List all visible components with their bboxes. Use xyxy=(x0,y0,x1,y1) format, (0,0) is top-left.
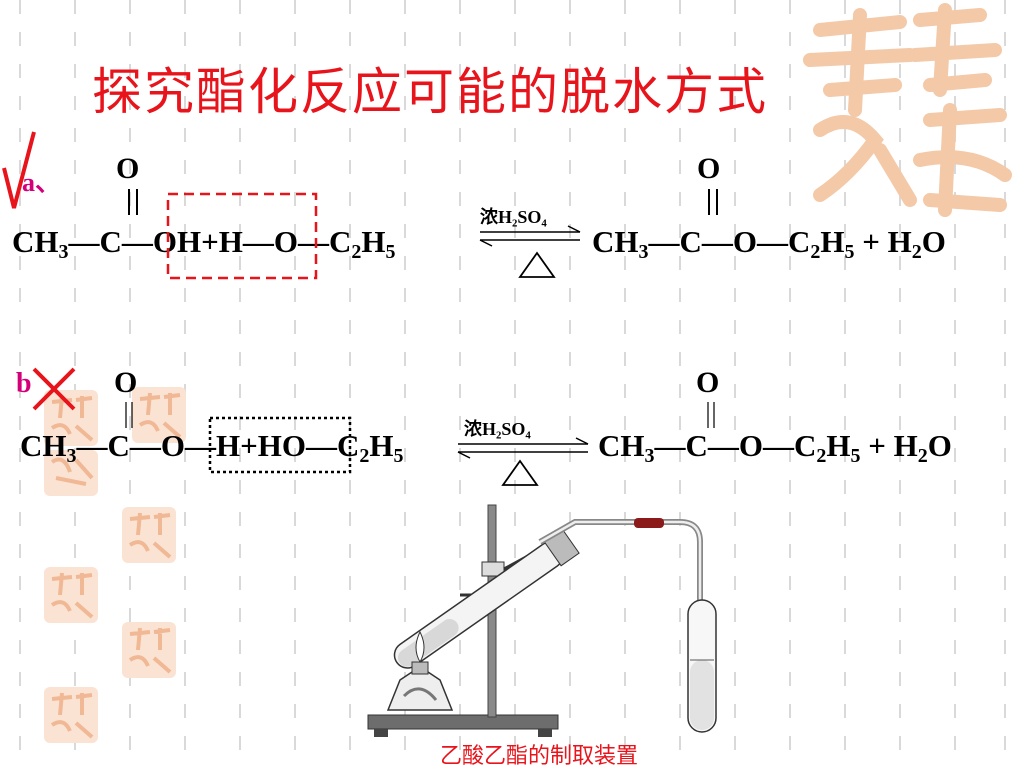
reaction-b-carbonyl-o-left: O xyxy=(114,366,138,399)
highlight-box-a xyxy=(166,192,318,280)
double-bond-a-right xyxy=(708,189,718,215)
double-bond-a-left xyxy=(128,189,138,215)
reaction-a-label: a、 xyxy=(22,168,62,197)
reaction-b-carbonyl-o-right: O xyxy=(696,366,720,399)
decorative-seal-large xyxy=(803,3,1012,217)
reaction-b-condition: 浓H₂SO₄ xyxy=(464,419,531,439)
reaction-a-condition: 浓H₂SO₄ xyxy=(480,207,547,227)
equilibrium-arrows-a xyxy=(479,225,581,247)
reaction-b-label: b xyxy=(16,368,32,399)
equilibrium-arrows-b xyxy=(457,437,589,459)
slide-title: 探究酯化反应可能的脱水方式 xyxy=(92,63,768,121)
decorative-seal-small-1 xyxy=(44,390,98,446)
double-bond-b-left xyxy=(125,402,133,428)
double-bond-b-right xyxy=(707,402,715,428)
cross-mark-icon xyxy=(32,367,76,411)
reaction-b-products: CH3—C—O—C2H5 + H2O xyxy=(598,428,952,467)
reaction-a-reactants: CH3—C—OH+H—O—C2H5 xyxy=(12,224,396,263)
heat-triangle-icon-b xyxy=(501,459,539,486)
reaction-a-products: CH3—C—O—C2H5 + H2O xyxy=(592,224,946,263)
heat-triangle-icon-a xyxy=(518,251,556,278)
decorative-seal-small-6 xyxy=(122,622,176,678)
decorative-seal-small-3 xyxy=(44,450,98,496)
ethyl-acetate-apparatus-illustration xyxy=(367,504,717,737)
highlight-box-b xyxy=(208,416,352,474)
reaction-b-reactants: CH3—C—O—H+HO—C2H5 xyxy=(20,428,404,467)
check-mark-icon xyxy=(2,131,36,209)
decorative-seal-small-4 xyxy=(122,507,176,563)
reaction-a-carbonyl-o-right: O xyxy=(697,152,721,185)
reaction-a-carbonyl-o-left: O xyxy=(116,152,140,185)
decorative-seal-small-2 xyxy=(132,387,186,443)
decorative-seal-small-7 xyxy=(44,687,98,743)
apparatus-caption: 乙酸乙酯的制取装置 xyxy=(440,744,639,769)
decorative-seal-small-5 xyxy=(44,567,98,623)
